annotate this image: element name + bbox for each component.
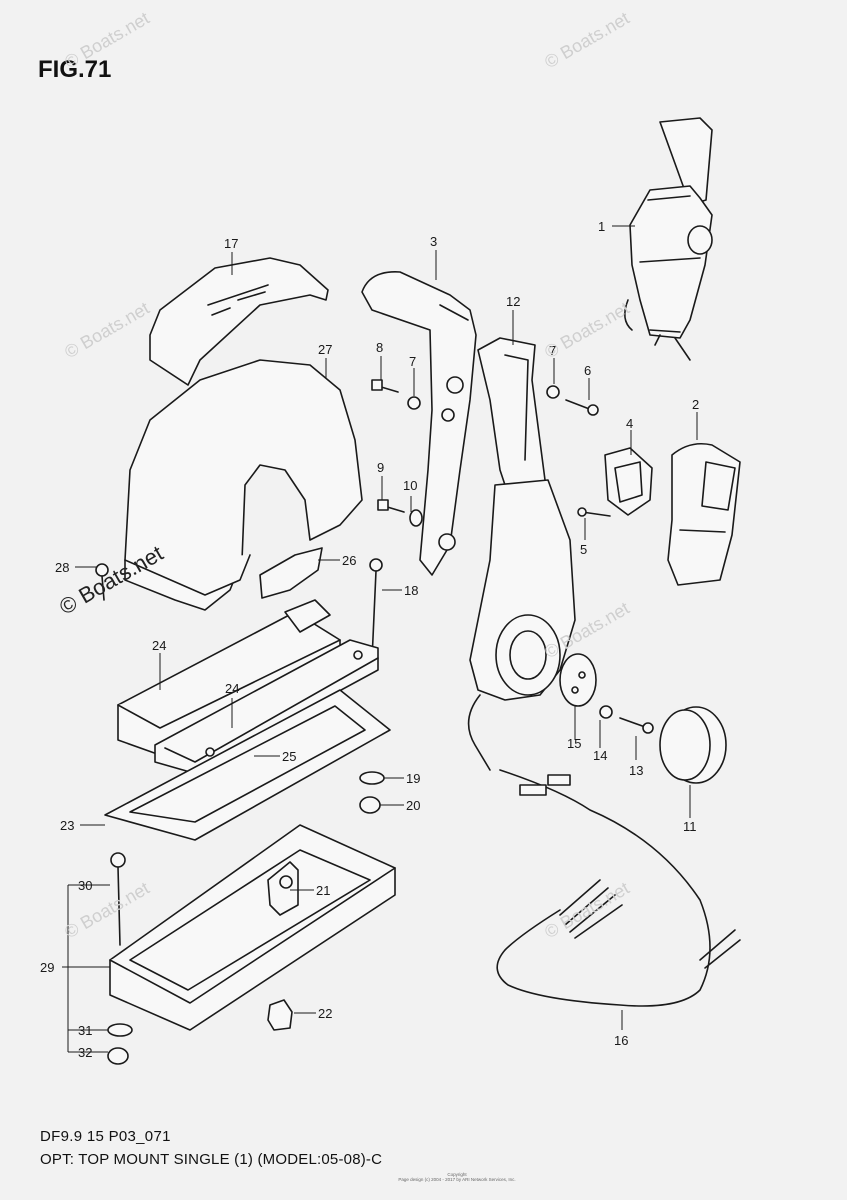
callout-28: 28 [55,560,69,575]
callout-19: 19 [406,771,420,786]
part-screw-30 [110,852,126,946]
callout-21: 21 [316,883,330,898]
part-bolt-8 [371,379,399,393]
copyright-note: Copyright Page design (c) 2004 - 2017 by… [352,1172,562,1182]
callout-15: 15 [567,736,581,751]
part-base-29 [109,824,396,1031]
callout-16: 16 [614,1033,628,1048]
callout-31: 31 [78,1023,92,1038]
callout-22: 22 [318,1006,332,1021]
part-control-lever [361,271,477,576]
part-cover-top [149,257,329,386]
callout-numbers: 1 2 3 4 5 6 7 7 8 9 10 11 12 13 14 15 16… [40,219,699,1060]
callout-5: 5 [580,542,587,557]
callout-24: 24 [152,638,166,653]
part-wiring-harness [467,694,741,1007]
callout-17: 17 [224,236,238,251]
part-main-cover [124,359,363,611]
part-clip-26 [259,547,323,599]
callout-32: 32 [78,1045,92,1060]
callout-25: 25 [282,749,296,764]
callout-26: 26 [342,553,356,568]
part-screw-18 [369,558,383,661]
callout-12: 12 [506,294,520,309]
part-screw-5 [577,507,611,517]
leader-lines [62,225,698,1053]
part-collar-10 [409,509,423,527]
callout-13: 13 [629,763,643,778]
figure-code: DF9.9 15 P03_071 [40,1128,171,1145]
part-bolt-9 [377,499,405,513]
part-washer-14 [599,705,613,719]
copyright-line-2: Page design (c) 2004 - 2017 by ARI Netwo… [398,1177,516,1182]
part-screw-6 [565,399,599,416]
part-cable-clamp-21 [267,861,299,916]
figure-caption: OPT: TOP MOUNT SINGLE (1) (MODEL:05-08)-… [40,1151,383,1168]
part-screw-28 [95,563,109,601]
part-clip-22 [267,999,293,1031]
callout-10: 10 [403,478,417,493]
callout-8: 8 [376,340,383,355]
part-knob-disc [659,706,727,784]
callout-23: 23 [60,818,74,833]
callout-7: 7 [409,354,416,369]
part-remote-control-box [624,117,713,361]
part-washer-31 [107,1023,133,1037]
callout-29: 29 [40,960,54,975]
part-washer-7b [546,385,560,399]
callout-6: 6 [584,363,591,378]
callout-3: 3 [430,234,437,249]
part-plate-15 [559,653,597,707]
part-control-housing [469,479,576,701]
callout-7: 7 [549,343,556,358]
callout-9: 9 [377,460,384,475]
callout-2: 2 [692,397,699,412]
callout-11: 11 [683,819,697,834]
callout-4: 4 [626,416,633,431]
part-nut-20 [359,796,381,814]
part-grip [667,442,741,586]
callout-20: 20 [406,798,420,813]
callout-18: 18 [404,583,418,598]
figure-title: FIG.71 [38,56,112,83]
callout-1: 1 [598,219,605,234]
part-gasket-23 [104,689,391,841]
part-switch [604,447,653,516]
part-bracket-24b [154,639,379,773]
callout-30: 30 [78,878,92,893]
callout-24: 24 [225,681,239,696]
copyright-line-1: Copyright [447,1172,467,1177]
part-screw-13 [619,717,654,734]
part-neutral-arm [477,337,549,501]
part-washer-19 [359,771,385,785]
callout-14: 14 [593,748,607,763]
part-nut-32 [107,1047,129,1065]
part-washer-7a [407,396,421,410]
callout-27: 27 [318,342,332,357]
